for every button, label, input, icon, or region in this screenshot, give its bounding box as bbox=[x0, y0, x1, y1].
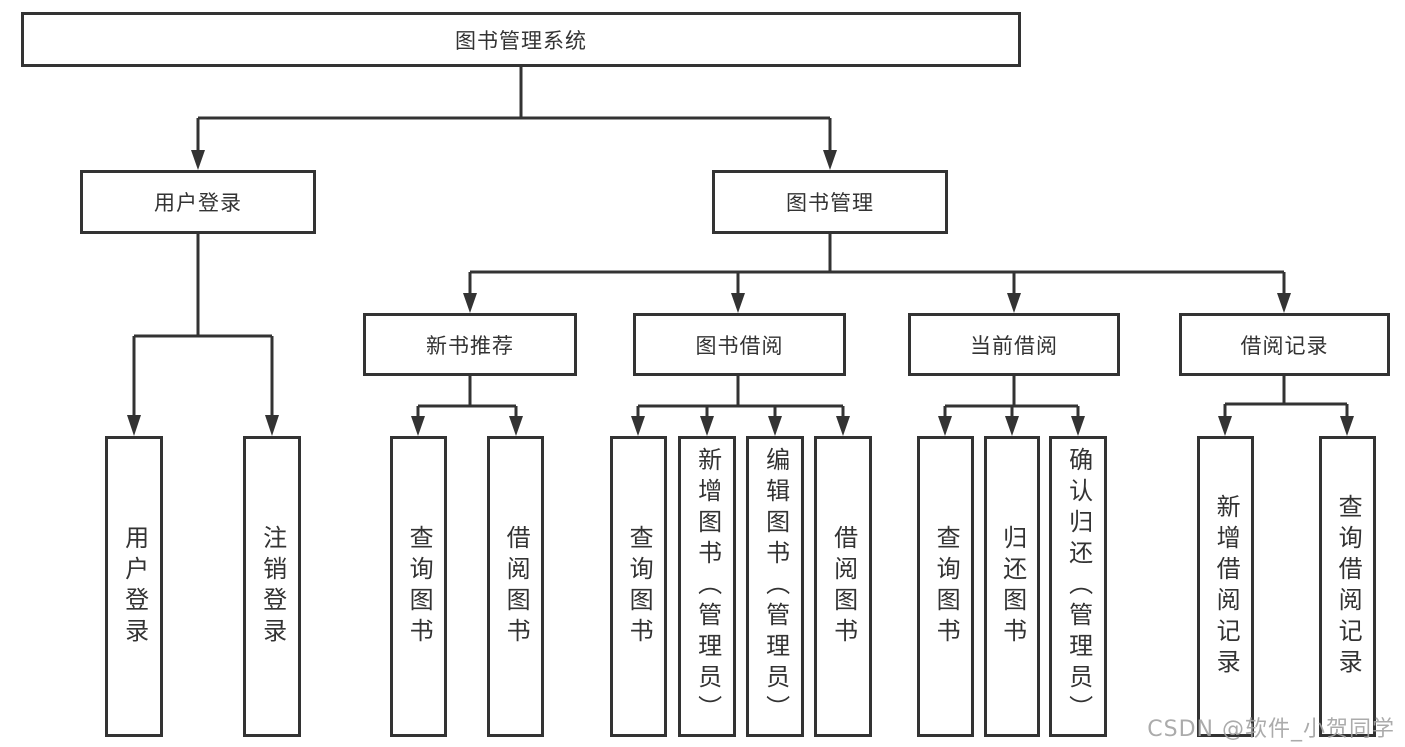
node-label: 新增图书（管理员） bbox=[693, 447, 722, 726]
node-add-borrow-record: 新增借阅记录 bbox=[1197, 436, 1254, 737]
node-borrow-books-2: 借阅图书 bbox=[814, 436, 872, 737]
node-label: 编辑图书（管理员） bbox=[761, 447, 790, 726]
node-query-books-3: 查询图书 bbox=[917, 436, 974, 737]
node-label: 查询图书 bbox=[625, 524, 654, 649]
node-label: 查询借阅记录 bbox=[1334, 493, 1363, 680]
node-label: 确认归还（管理员） bbox=[1064, 447, 1093, 726]
node-query-borrow-record: 查询借阅记录 bbox=[1319, 436, 1376, 737]
node-root: 图书管理系统 bbox=[21, 12, 1021, 67]
node-logout: 注销登录 bbox=[243, 436, 301, 737]
node-label: 新书推荐 bbox=[426, 333, 514, 358]
node-label: 图书管理 bbox=[786, 191, 874, 215]
node-query-books-2: 查询图书 bbox=[610, 436, 667, 737]
node-borrow-records: 借阅记录 bbox=[1179, 313, 1390, 376]
node-label: 图书管理系统 bbox=[455, 28, 587, 53]
node-add-book-admin: 新增图书（管理员） bbox=[678, 436, 736, 737]
node-user-login-leaf: 用户登录 bbox=[105, 436, 163, 737]
node-book-borrow: 图书借阅 bbox=[633, 313, 846, 376]
node-label: 用户登录 bbox=[154, 191, 242, 215]
edge-bookborrow-to-leaves bbox=[636, 375, 845, 419]
edge-userlogin-to-leaves bbox=[132, 233, 274, 418]
edge-borrowrecords-to-leaves bbox=[1223, 375, 1349, 419]
node-new-book-recommend: 新书推荐 bbox=[363, 313, 577, 376]
node-book-management: 图书管理 bbox=[712, 170, 948, 234]
node-query-books-1: 查询图书 bbox=[390, 436, 447, 737]
csdn-watermark: CSDN @软件_小贺同学 bbox=[1147, 717, 1395, 742]
edge-bookmgmt-to-level3 bbox=[468, 233, 1286, 295]
edge-newbook-to-leaves bbox=[416, 375, 518, 419]
node-label: 借阅图书 bbox=[829, 524, 858, 649]
node-label: 借阅图书 bbox=[502, 524, 531, 649]
node-edit-book-admin: 编辑图书（管理员） bbox=[746, 436, 804, 737]
node-current-borrow: 当前借阅 bbox=[908, 313, 1120, 376]
node-label: 新增借阅记录 bbox=[1212, 493, 1241, 680]
node-borrow-books-1: 借阅图书 bbox=[487, 436, 544, 737]
node-confirm-return-admin: 确认归还（管理员） bbox=[1049, 436, 1107, 737]
node-label: 借阅记录 bbox=[1240, 333, 1329, 358]
node-label: 图书借阅 bbox=[695, 333, 784, 358]
node-label: 归还图书 bbox=[998, 524, 1027, 649]
node-label: 当前借阅 bbox=[970, 333, 1058, 358]
arrowheads bbox=[127, 150, 1354, 436]
node-label: 注销登录 bbox=[258, 524, 287, 649]
edge-currentborrow-to-leaves bbox=[943, 375, 1080, 419]
node-label: 查询图书 bbox=[932, 524, 961, 649]
edge-root-to-level2 bbox=[196, 66, 832, 152]
node-label: 查询图书 bbox=[405, 524, 434, 649]
node-label: 用户登录 bbox=[120, 524, 149, 649]
node-user-login: 用户登录 bbox=[80, 170, 316, 234]
node-return-book: 归还图书 bbox=[984, 436, 1040, 737]
